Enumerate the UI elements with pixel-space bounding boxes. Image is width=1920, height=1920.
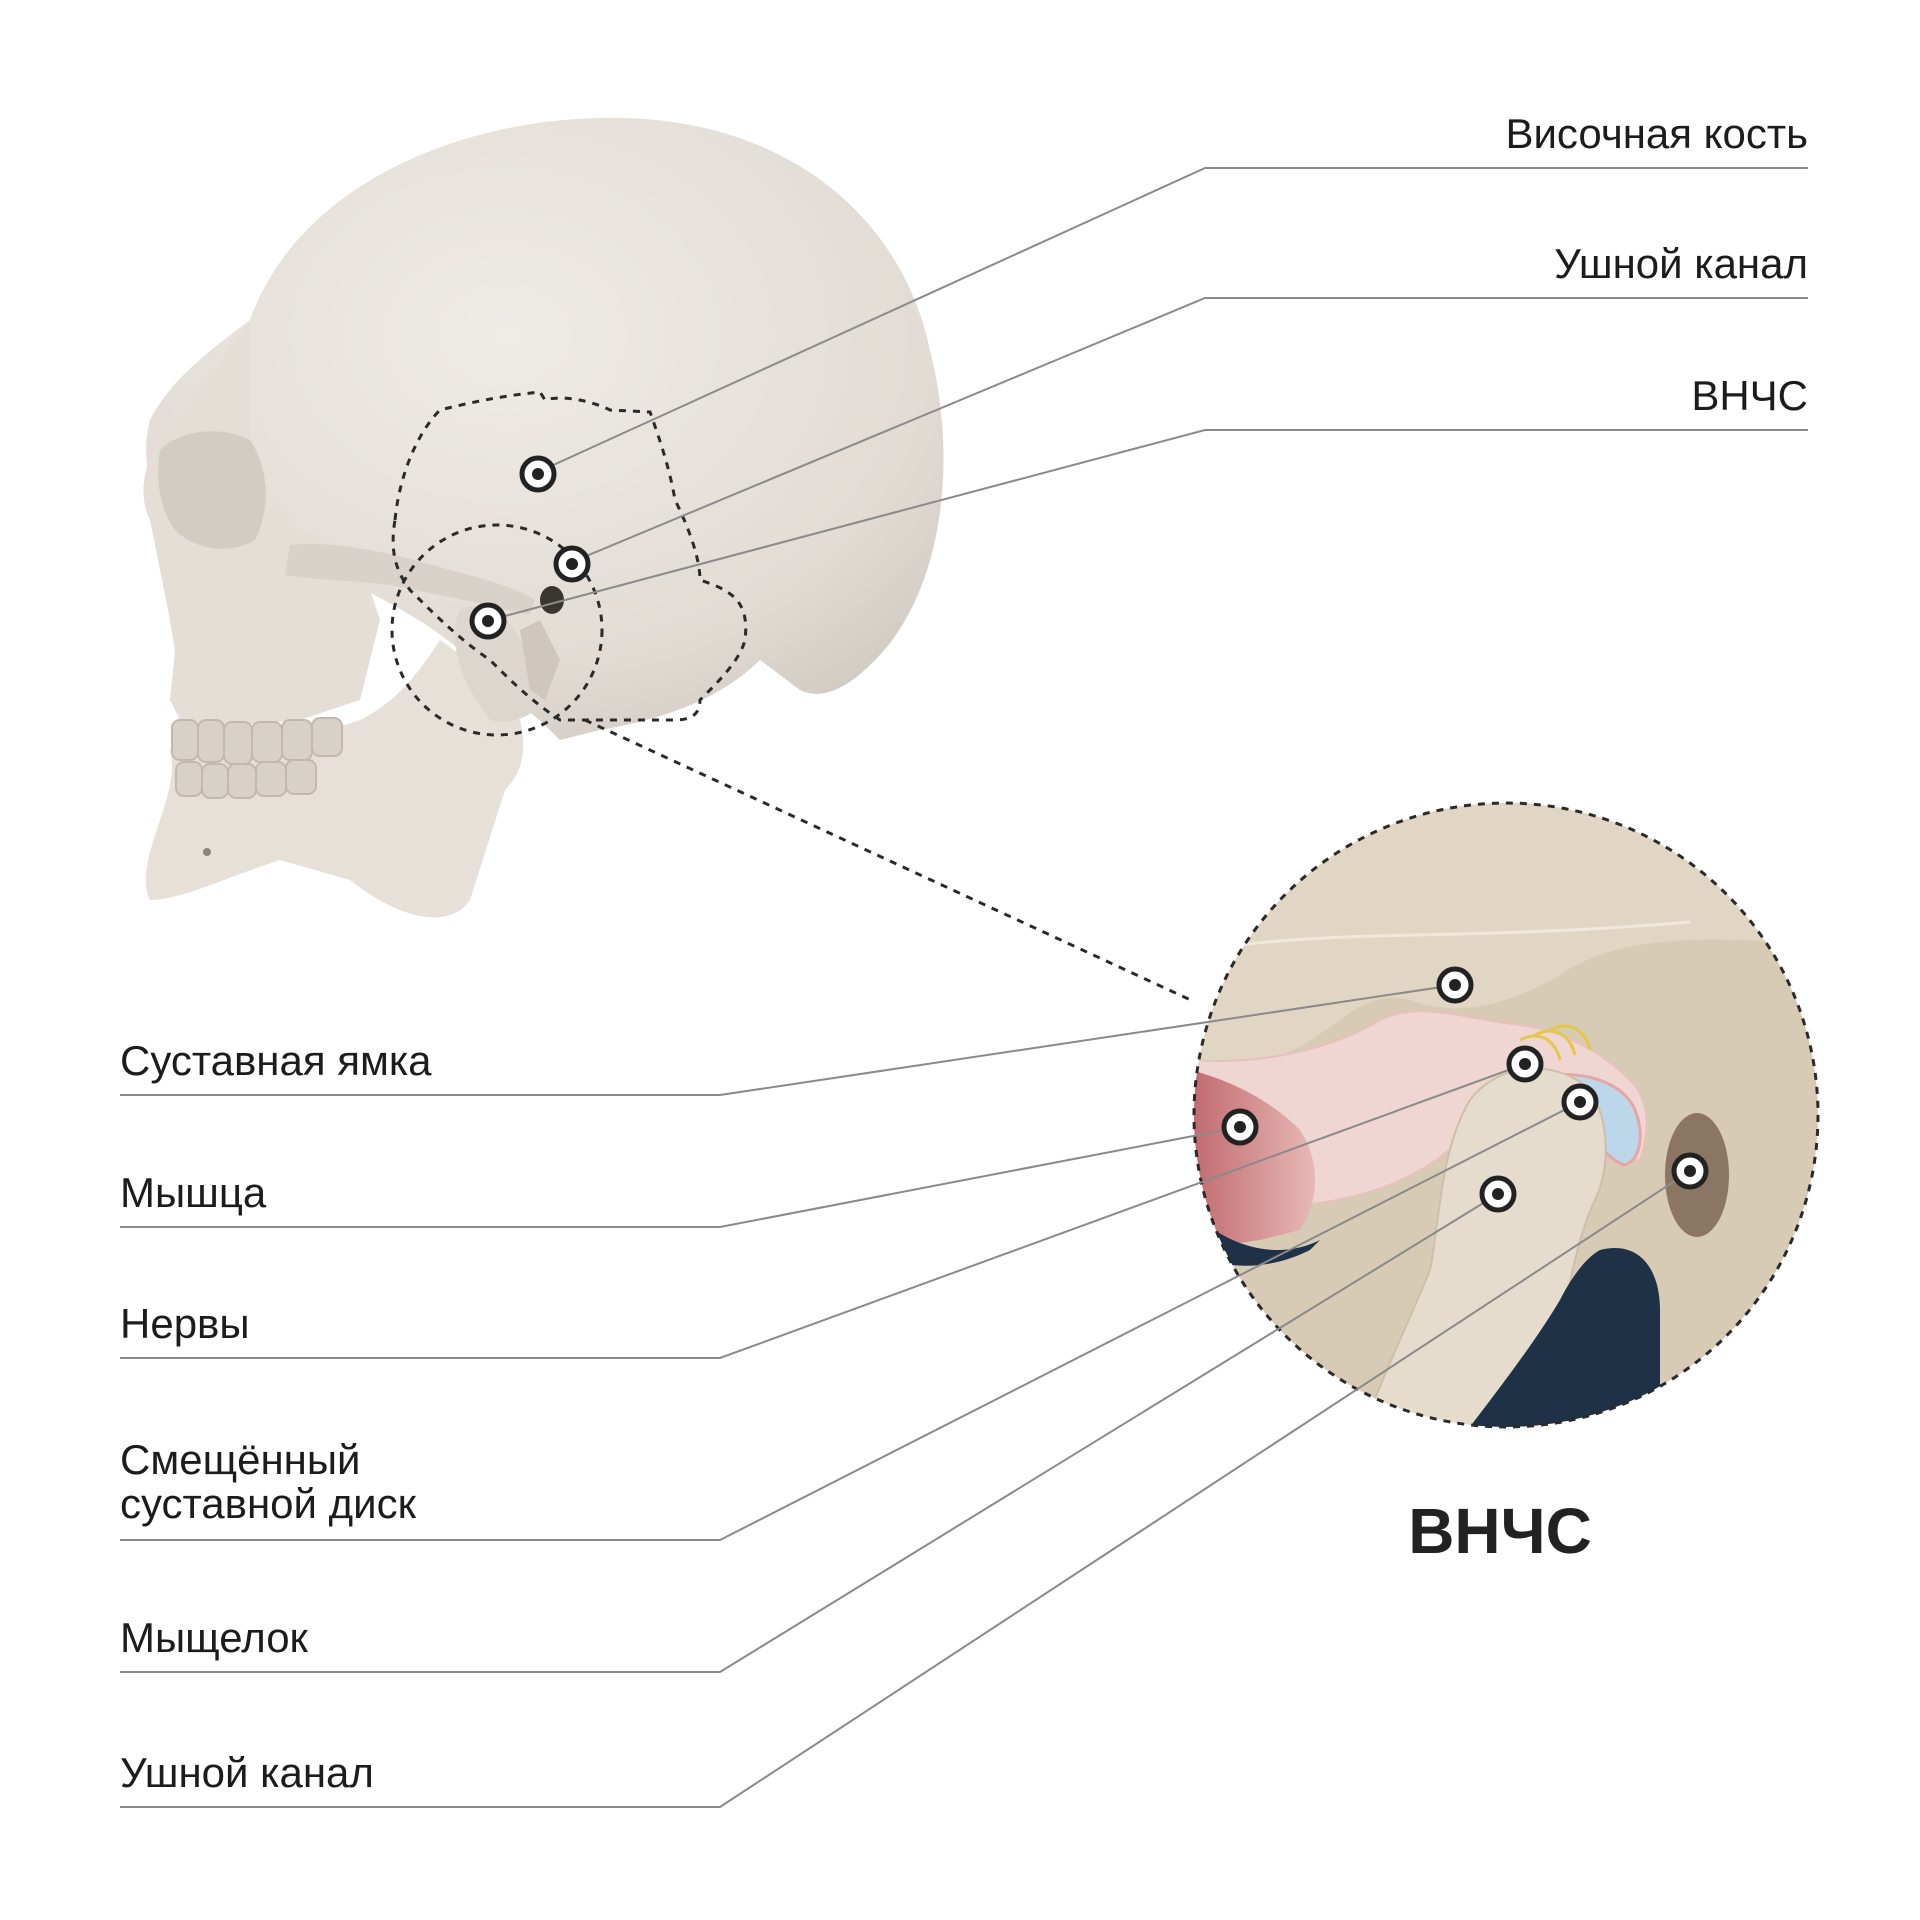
marker-ear-canal[interactable] — [553, 545, 591, 583]
label-ear-canal: Ушной канал — [1554, 240, 1808, 287]
face — [143, 320, 380, 730]
eye-socket — [158, 431, 266, 549]
skull-labels: Височная кость Ушной канал ВНЧС — [1505, 110, 1808, 419]
label-articular-fossa: Суставная ямка — [120, 1037, 432, 1084]
bone-ridge — [1239, 920, 1691, 947]
label-nerves: Нервы — [120, 1300, 250, 1347]
marker-nerves[interactable] — [1506, 1045, 1544, 1083]
marker-muscle[interactable] — [1221, 1108, 1259, 1146]
temporal-bone-outline — [391, 390, 748, 722]
zygomatic-arch — [285, 544, 535, 615]
marker-articular-fossa[interactable] — [1436, 966, 1474, 1004]
tmj-region-outline — [390, 523, 604, 737]
detail-title: ВНЧС — [1408, 1495, 1592, 1567]
teeth — [171, 717, 343, 799]
detail-circle-outline — [1192, 801, 1820, 1429]
label-ear-canal-detail: Ушной канал — [120, 1749, 374, 1796]
detail-labels: Суставная ямка Мышца Нервы Смещённый сус… — [120, 1037, 432, 1796]
marker-tmj[interactable] — [469, 602, 507, 640]
ear-opening — [540, 586, 564, 614]
label-displaced-disc-line1: Смещённый — [120, 1436, 361, 1483]
tmj-detail-circle — [1192, 801, 1820, 1429]
label-muscle: Мышца — [120, 1169, 267, 1216]
skull-illustration — [143, 117, 1196, 1004]
marker-displaced-disc[interactable] — [1561, 1083, 1599, 1121]
label-temporal-bone: Височная кость — [1505, 110, 1808, 157]
nerve-fibers — [1519, 1024, 1592, 1061]
zoom-connector — [584, 718, 1196, 1004]
styloid-process — [520, 620, 560, 700]
label-tmj: ВНЧС — [1691, 372, 1808, 419]
muscle-tissue — [1194, 1070, 1315, 1250]
marker-temporal-bone[interactable] — [519, 455, 557, 493]
label-displaced-disc-line2: суставной диск — [120, 1480, 417, 1527]
marker-ear-canal-detail[interactable] — [1671, 1152, 1709, 1190]
leader-lines — [120, 167, 1808, 1808]
markers — [469, 455, 1709, 1213]
cranium — [146, 117, 944, 740]
mental-foramen — [203, 848, 211, 856]
dark-cavity-right — [1460, 1248, 1660, 1427]
label-condyle: Мыщелок — [120, 1614, 309, 1661]
marker-condyle[interactable] — [1479, 1175, 1517, 1213]
